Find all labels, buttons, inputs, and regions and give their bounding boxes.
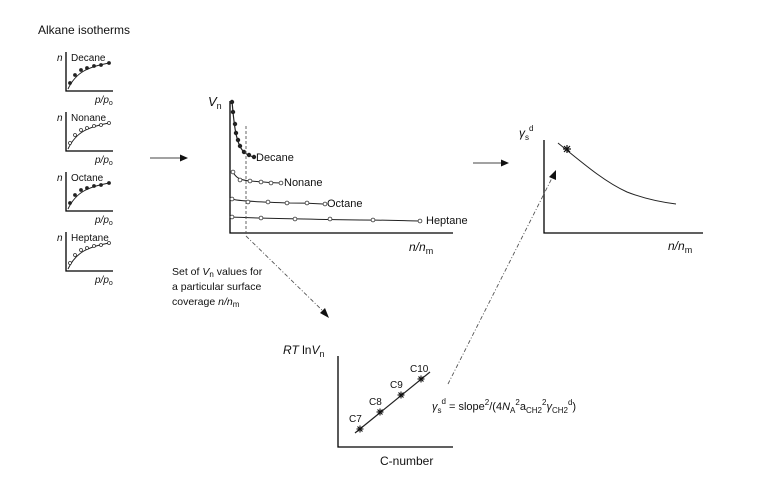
isotherm-axes-octane (65, 172, 113, 212)
carbon-point-label: C9 (390, 380, 403, 391)
carbon-x-label: C-number (380, 454, 433, 468)
isotherm-point (73, 253, 77, 257)
isotherm-point (92, 124, 96, 128)
note-line-1: Set of Vn values for (172, 266, 263, 279)
retention-x-label: n/nm (409, 240, 433, 256)
retention-points-heptane (229, 214, 423, 224)
isotherm-panel-octane: n Octane p/po (57, 172, 113, 227)
isotherm-curve-nonane (67, 122, 110, 150)
carbon-point-c8 (376, 408, 384, 416)
isotherm-point (107, 181, 111, 185)
isotherm-x-label: p/po (94, 155, 113, 167)
arrow-equation-to-energy (447, 170, 556, 385)
retention-points-decane (229, 99, 257, 160)
isotherm-point (99, 183, 103, 187)
carbon-y-label: RT lnVn (283, 343, 325, 359)
isotherm-name-nonane: Nonane (71, 113, 106, 124)
retention-curve-decane (231, 100, 255, 158)
isotherm-point (79, 128, 83, 132)
isotherm-point (99, 243, 103, 247)
isotherm-x-label: p/po (94, 95, 113, 107)
carbon-point-c7 (356, 425, 364, 433)
retention-plot-axes (229, 101, 453, 234)
isotherm-point (92, 184, 96, 188)
carbon-point-label: C8 (369, 397, 382, 408)
retention-curve-heptane (231, 216, 423, 222)
isotherm-y-label: n (57, 53, 63, 64)
note-line-2: a particular surface (172, 281, 261, 293)
equation: γsd = slope2/(4NA2aCH22γCH2d) (432, 397, 576, 415)
retention-plot: Vn n/nm Decane Nonane (208, 94, 468, 256)
series-label-octane: Octane (327, 198, 362, 210)
isotherm-x-label: p/po (94, 275, 113, 287)
isotherm-point (73, 133, 77, 137)
isotherm-point (73, 73, 77, 77)
retention-curve-octane (231, 198, 327, 205)
isotherm-point (99, 63, 103, 67)
arrow-coverage-to-carbon (245, 235, 329, 318)
retention-points-octane (229, 196, 328, 207)
isotherm-point (85, 246, 89, 250)
carbon-point-label: C7 (349, 414, 362, 425)
isotherm-point (85, 66, 89, 70)
retention-y-label: Vn (208, 94, 222, 111)
isotherm-curve-heptane (67, 242, 110, 270)
series-label-nonane: Nonane (284, 177, 323, 189)
carbon-fit-line (354, 371, 431, 434)
isotherm-point (68, 201, 72, 205)
isotherm-point (85, 186, 89, 190)
isotherm-axes-decane (65, 52, 113, 92)
isotherm-point (68, 261, 72, 265)
carbon-plot: RT lnVn C-number C7 C8 C9 C10 (283, 343, 453, 468)
isotherm-point (68, 141, 72, 145)
isotherm-point (99, 123, 103, 127)
isotherm-x-label: p/po (94, 215, 113, 227)
isotherm-point (92, 64, 96, 68)
isotherm-curve-decane (67, 62, 110, 90)
isotherm-point (73, 193, 77, 197)
isotherm-point (79, 188, 83, 192)
energy-plot: γsd n/nm (519, 124, 703, 255)
isotherm-point (85, 126, 89, 130)
energy-plot-axes (543, 140, 703, 234)
isotherm-y-label: n (57, 173, 63, 184)
carbon-plot-axes (337, 356, 453, 448)
isotherm-name-decane: Decane (71, 53, 106, 64)
isotherm-axes-heptane (65, 232, 113, 272)
isotherm-point (79, 248, 83, 252)
carbon-point-c9 (397, 391, 405, 399)
isotherm-point (107, 241, 111, 245)
isotherm-y-label: n (57, 233, 63, 244)
isotherm-curve-octane (67, 182, 110, 210)
carbon-point-label: C10 (410, 364, 429, 375)
isotherm-point (68, 81, 72, 85)
isotherm-panel-nonane: n Nonane p/po (57, 112, 113, 167)
energy-star-marker (563, 145, 571, 153)
series-label-heptane: Heptane (426, 215, 468, 227)
carbon-point-c10 (417, 375, 425, 383)
retention-points-nonane (230, 169, 284, 186)
arrow-retention-to-energy (473, 159, 509, 167)
isotherm-name-octane: Octane (71, 173, 104, 184)
isotherm-point (107, 61, 111, 65)
isotherm-name-heptane: Heptane (71, 233, 109, 244)
energy-y-label: γsd (519, 124, 533, 142)
arrow-isotherms-to-retention (150, 154, 188, 162)
isotherm-point (79, 68, 83, 72)
energy-curve (557, 142, 677, 205)
isotherm-point (92, 244, 96, 248)
series-label-decane: Decane (256, 152, 294, 164)
energy-x-label: n/nm (668, 239, 692, 255)
isotherm-panel-decane: n Decane p/po (57, 52, 113, 107)
isotherm-panel-heptane: n Heptane p/po (57, 232, 113, 287)
isotherm-axes-nonane (65, 112, 113, 152)
isotherm-y-label: n (57, 113, 63, 124)
isotherm-point (107, 121, 111, 125)
carbon-points: C7 C8 C9 C10 (349, 364, 429, 433)
note-line-3: coverage n/nm (172, 296, 240, 309)
diagram-title: Alkane isotherms (38, 23, 130, 37)
